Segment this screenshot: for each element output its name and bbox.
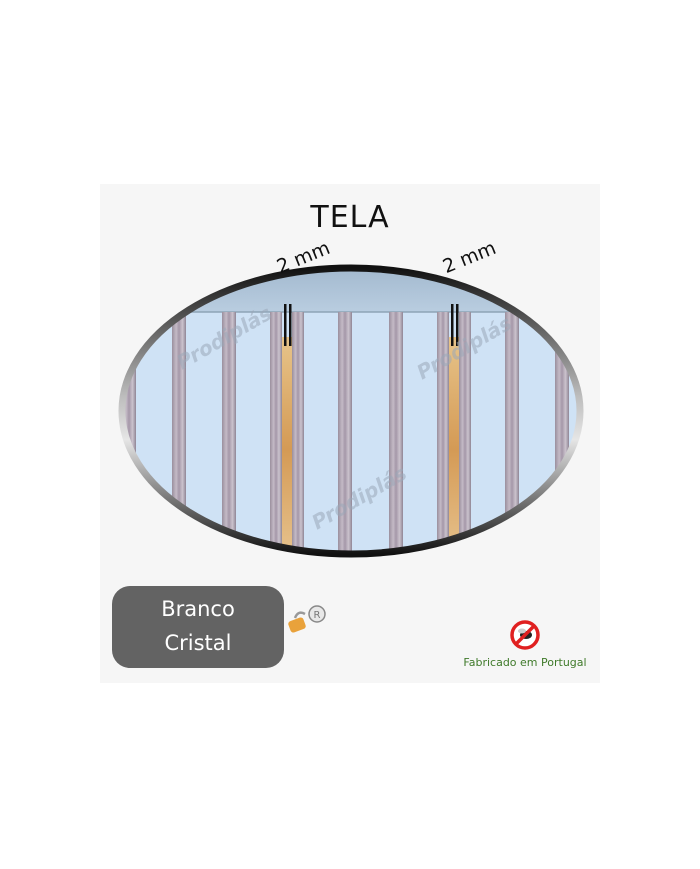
magnified-screen-illustration: Prodiplás Prodiplás Prodiplás 2 mm 2 mm xyxy=(112,237,590,562)
padlock-registered-icon: R xyxy=(288,605,326,633)
screen-strips-graphic: Prodiplás Prodiplás Prodiplás xyxy=(118,264,584,558)
color-name-line2: Cristal xyxy=(164,631,232,655)
product-title: TELA xyxy=(310,200,390,235)
svg-text:R: R xyxy=(314,610,321,621)
no-insects-icon xyxy=(510,620,540,650)
color-name-badge: Branco Cristal xyxy=(112,586,284,668)
product-panel: TELA xyxy=(100,184,600,683)
color-name-line1: Branco xyxy=(161,597,235,621)
origin-label: Fabricado em Portugal xyxy=(463,656,587,669)
